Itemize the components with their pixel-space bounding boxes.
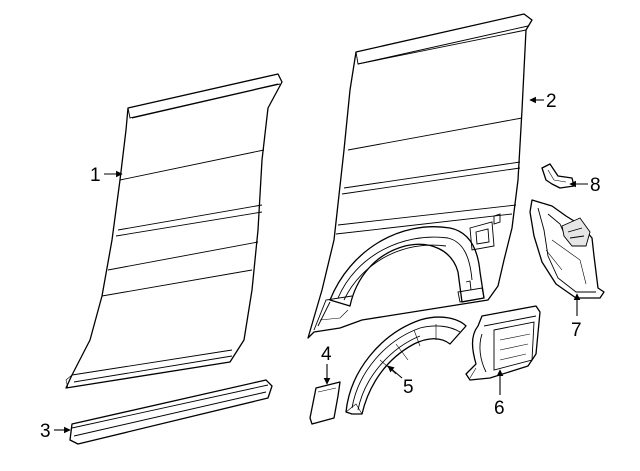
callout-label-2: 2 [546,91,557,112]
right-side-panel [307,13,533,339]
wheel-opening-flare [345,316,467,415]
callout-label-1: 1 [90,165,101,186]
callout-label-4: 4 [321,344,332,365]
callout-label-7: 7 [571,320,582,341]
callout-label-8: 8 [590,175,601,196]
body-side-molding [69,379,273,445]
callout-label-3: 3 [40,421,51,442]
corner-bracket-panel [529,199,605,299]
left-side-panel [65,73,283,389]
rear-quarter-extension [465,305,541,381]
callout-label-5: 5 [403,377,414,398]
leader-5 [387,365,403,379]
small-trim-piece [309,381,341,425]
mounting-clip [541,163,575,189]
callout-label-6: 6 [494,398,505,419]
